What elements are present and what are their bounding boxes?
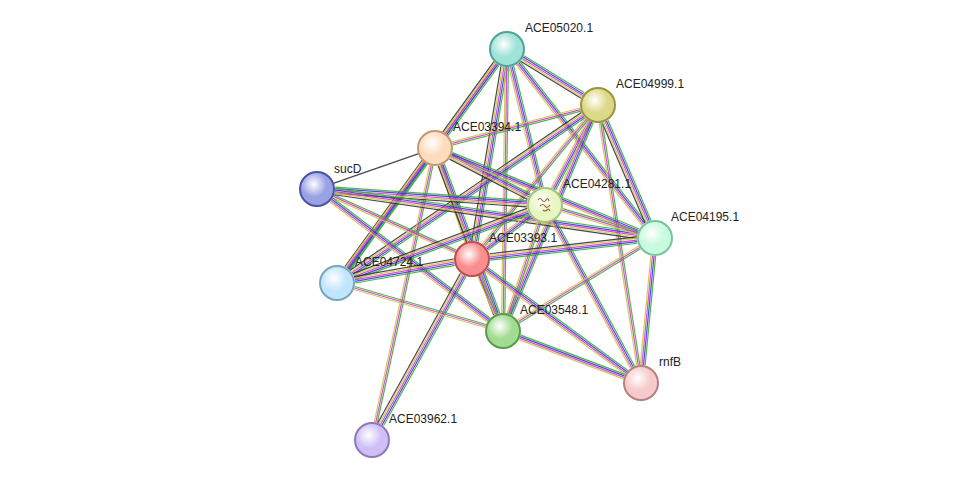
interaction-edge bbox=[478, 275, 498, 315]
evidence-line bbox=[518, 247, 639, 321]
evidence-line bbox=[354, 213, 528, 278]
protein-node: ACE03394.1 bbox=[417, 130, 453, 166]
protein-label: ACE04195.1 bbox=[671, 210, 739, 224]
protein-node: ACE03962.1 bbox=[354, 422, 390, 458]
evidence-line bbox=[607, 121, 650, 221]
protein-node: ACE03548.1 bbox=[485, 313, 521, 349]
protein-node: ACE04281.1 bbox=[527, 187, 563, 223]
interaction-edge bbox=[562, 209, 638, 235]
interaction-edge bbox=[640, 256, 655, 366]
evidence-line bbox=[520, 338, 624, 377]
evidence-line bbox=[334, 154, 418, 183]
evidence-line bbox=[642, 256, 653, 365]
protein-node: rnfB bbox=[623, 365, 659, 401]
interaction-edge bbox=[334, 154, 418, 183]
protein-node: sucD bbox=[299, 171, 335, 207]
evidence-line bbox=[452, 108, 580, 142]
structure-squiggle bbox=[543, 209, 550, 211]
evidence-line bbox=[519, 340, 623, 379]
evidence-line bbox=[355, 214, 529, 279]
evidence-line bbox=[450, 158, 528, 198]
protein-label: ACE03394.1 bbox=[453, 120, 521, 134]
evidence-line bbox=[333, 198, 490, 318]
evidence-line bbox=[354, 288, 485, 326]
evidence-line bbox=[355, 286, 486, 324]
evidence-line bbox=[479, 276, 496, 315]
evidence-line bbox=[354, 290, 485, 328]
evidence-line bbox=[640, 256, 651, 365]
interaction-edge bbox=[378, 273, 466, 426]
evidence-line bbox=[452, 154, 639, 230]
protein-label: ACE05020.1 bbox=[525, 21, 593, 35]
evidence-line bbox=[332, 199, 489, 319]
protein-node: ACE04724.1 bbox=[319, 265, 355, 301]
evidence-line bbox=[502, 67, 505, 313]
protein-structure-icon bbox=[538, 199, 550, 212]
evidence-line bbox=[519, 249, 640, 323]
evidence-line bbox=[524, 56, 584, 93]
protein-node: ACE04999.1 bbox=[580, 87, 616, 123]
interaction-edge bbox=[519, 335, 625, 379]
protein-label: ACE03962.1 bbox=[389, 412, 457, 426]
evidence-line bbox=[451, 156, 638, 232]
interaction-edge bbox=[354, 286, 486, 327]
evidence-line bbox=[520, 337, 624, 376]
structure-squiggle bbox=[540, 205, 550, 208]
evidence-line bbox=[379, 274, 462, 423]
protein-label: sucD bbox=[334, 162, 361, 176]
evidence-line bbox=[523, 57, 583, 94]
protein-label: ACE04724.1 bbox=[355, 255, 423, 269]
evidence-line bbox=[518, 246, 639, 320]
evidence-line bbox=[521, 335, 625, 374]
evidence-line bbox=[451, 157, 638, 233]
evidence-line bbox=[478, 276, 495, 315]
interaction-edge bbox=[330, 198, 490, 322]
evidence-line bbox=[378, 273, 461, 422]
evidence-line bbox=[346, 63, 495, 268]
interaction-edge bbox=[518, 246, 641, 323]
protein-node: ACE05020.1 bbox=[489, 31, 525, 67]
interaction-edge bbox=[451, 153, 639, 234]
protein-label: rnfB bbox=[659, 355, 681, 369]
protein-label: ACE04999.1 bbox=[616, 77, 684, 91]
evidence-line bbox=[562, 212, 638, 235]
protein-node: ACE04195.1 bbox=[637, 220, 673, 256]
evidence-line bbox=[453, 153, 640, 229]
interaction-edge bbox=[485, 268, 628, 375]
evidence-line bbox=[563, 209, 639, 232]
structure-squiggle bbox=[538, 199, 549, 202]
protein-node: ACE03393.1 bbox=[454, 241, 490, 277]
protein-label: ACE03393.1 bbox=[489, 231, 557, 245]
evidence-line bbox=[481, 275, 498, 314]
protein-label: ACE03548.1 bbox=[520, 303, 588, 317]
evidence-line bbox=[562, 210, 638, 233]
protein-label: ACE04281.1 bbox=[563, 177, 631, 191]
evidence-line bbox=[450, 159, 528, 199]
interaction-edge bbox=[502, 67, 509, 313]
evidence-line bbox=[485, 272, 625, 375]
evidence-line bbox=[608, 120, 651, 220]
